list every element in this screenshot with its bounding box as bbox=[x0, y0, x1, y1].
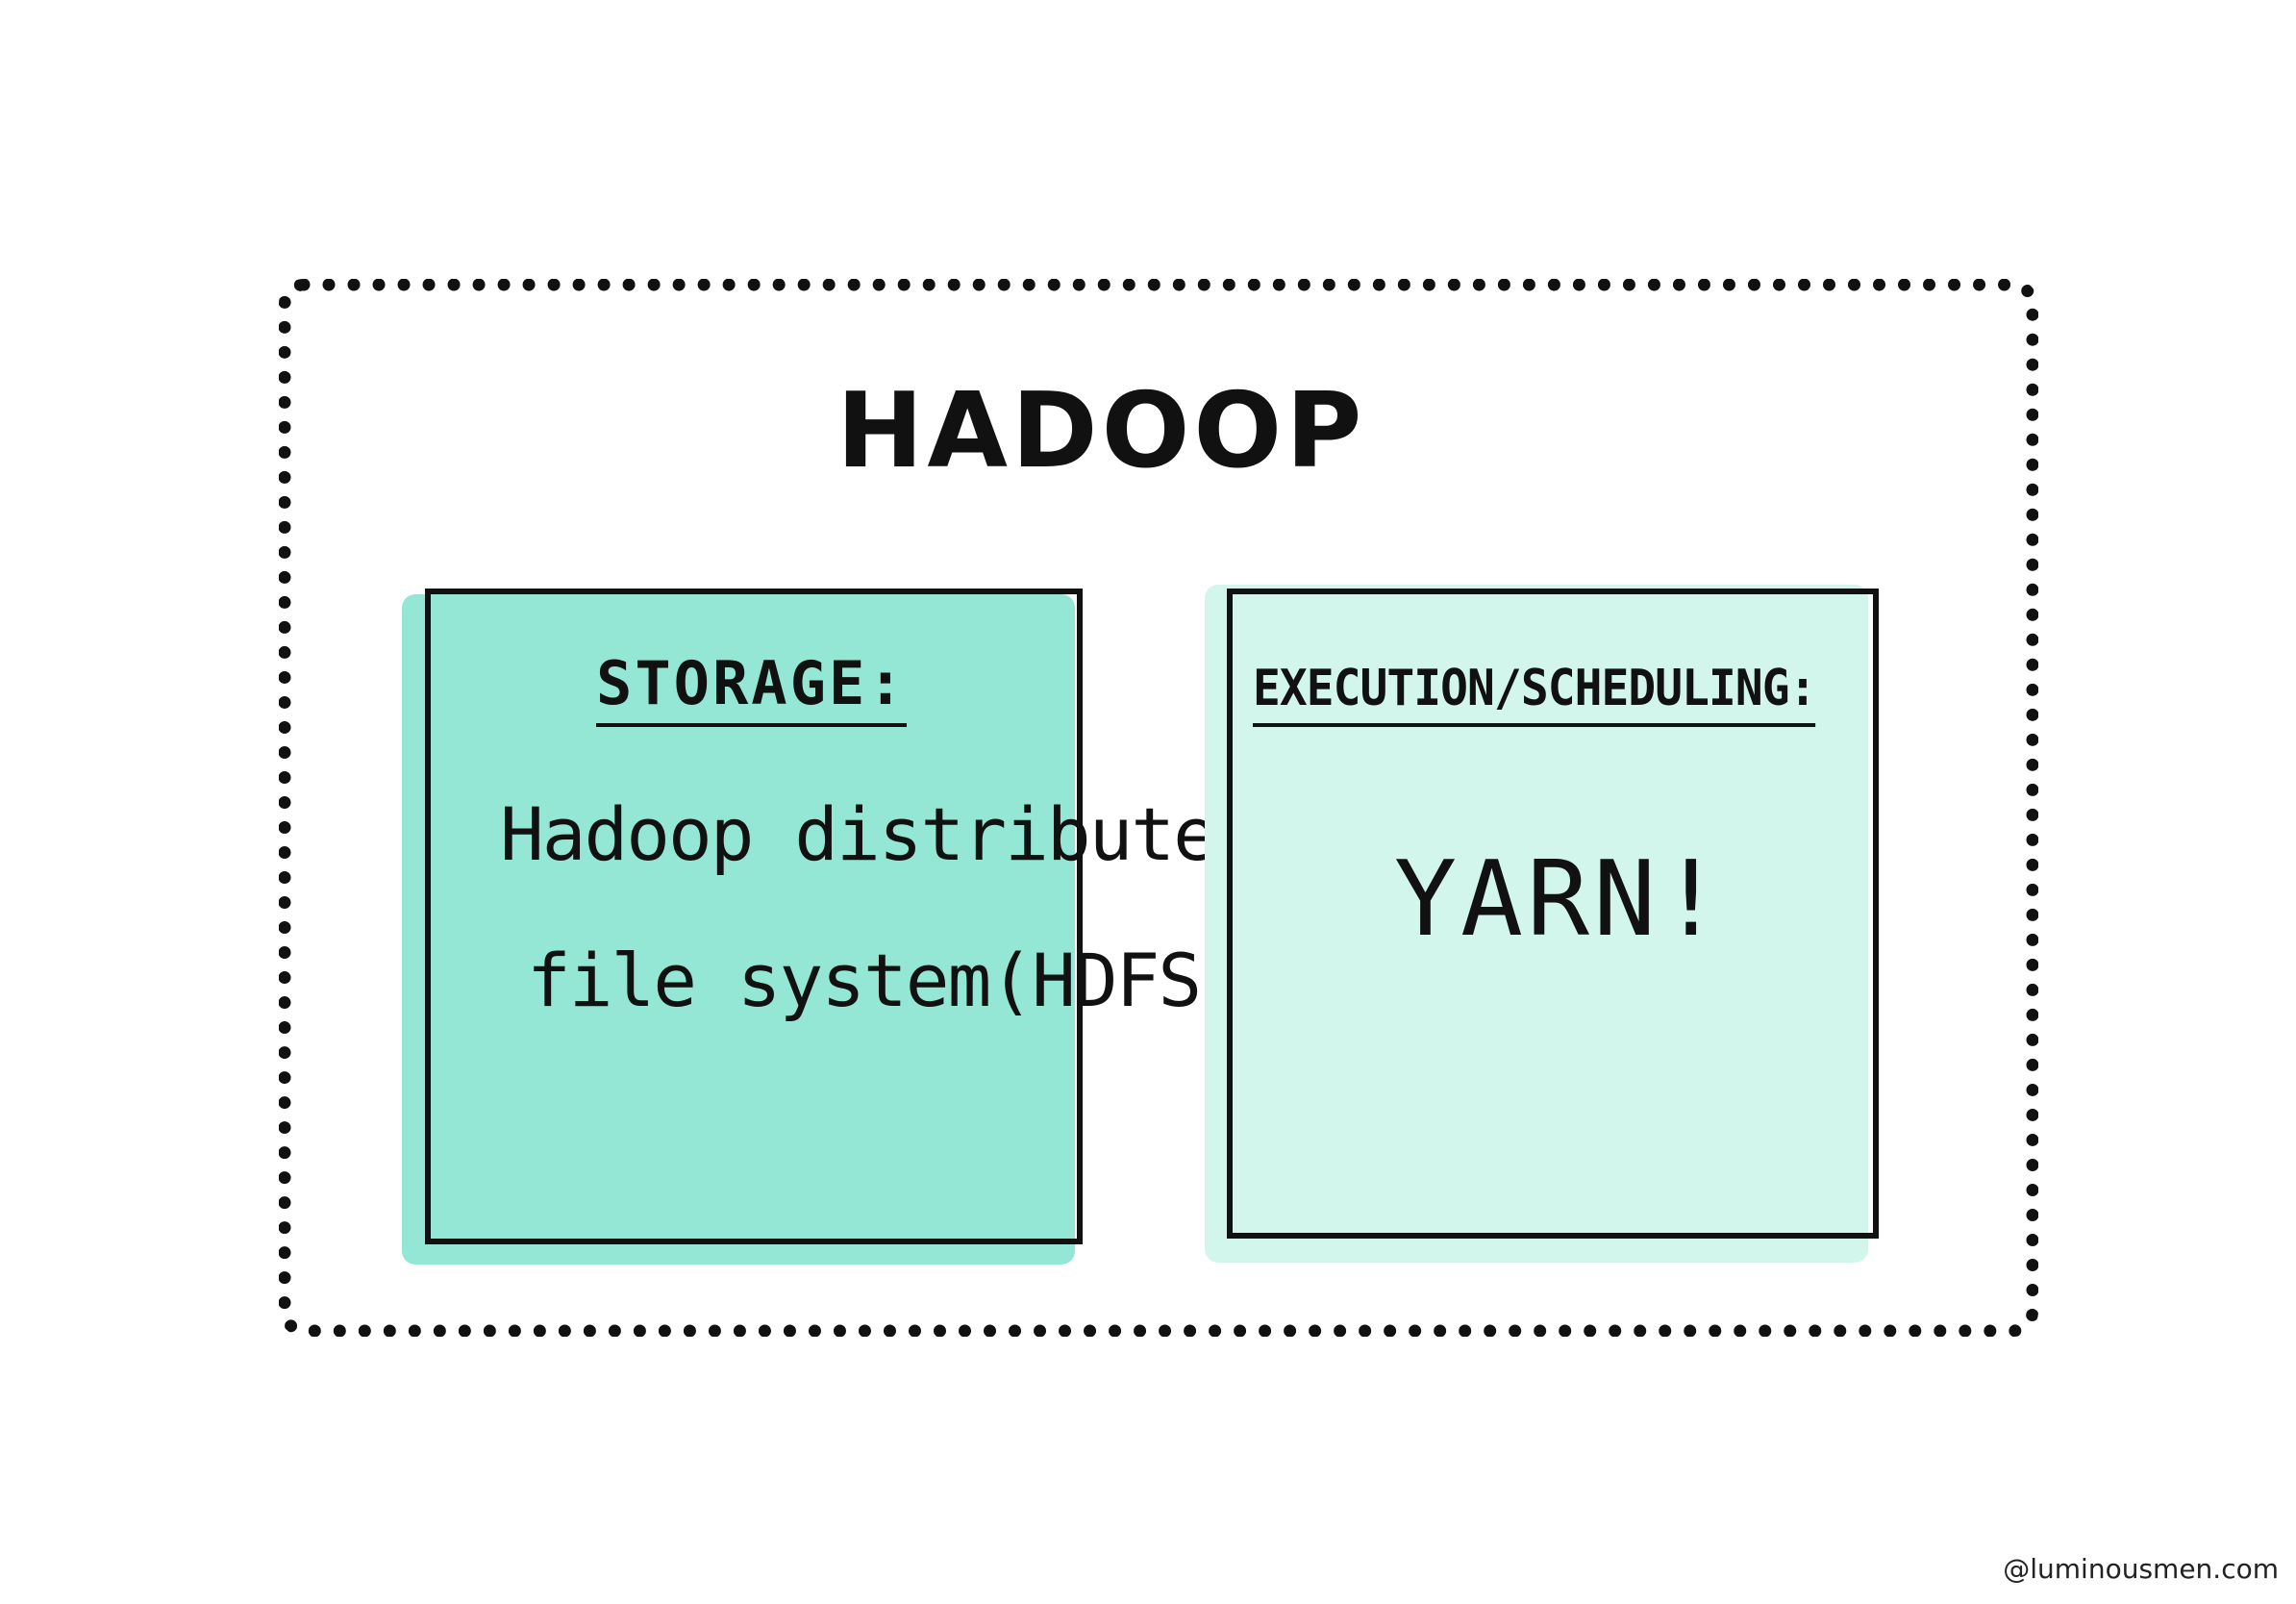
storage-box-fill bbox=[402, 594, 1075, 1265]
hadoop-title: HADOOP bbox=[836, 371, 1366, 491]
execution-box-fill bbox=[1205, 585, 1868, 1263]
credit-text: @luminousmen.com bbox=[2003, 1553, 2279, 1585]
storage-text-line2: file system(HDFS) bbox=[527, 938, 1244, 1023]
storage-box bbox=[425, 589, 1083, 1244]
hadoop-container bbox=[279, 279, 2038, 1337]
storage-heading: STORAGE: bbox=[596, 654, 907, 727]
yarn-label: YARN! bbox=[1394, 840, 1727, 960]
execution-heading: EXECUTION/SCHEDULING: bbox=[1253, 664, 1816, 727]
execution-box bbox=[1227, 589, 1879, 1239]
storage-text-line1: Hadoop distributed bbox=[500, 791, 1260, 877]
